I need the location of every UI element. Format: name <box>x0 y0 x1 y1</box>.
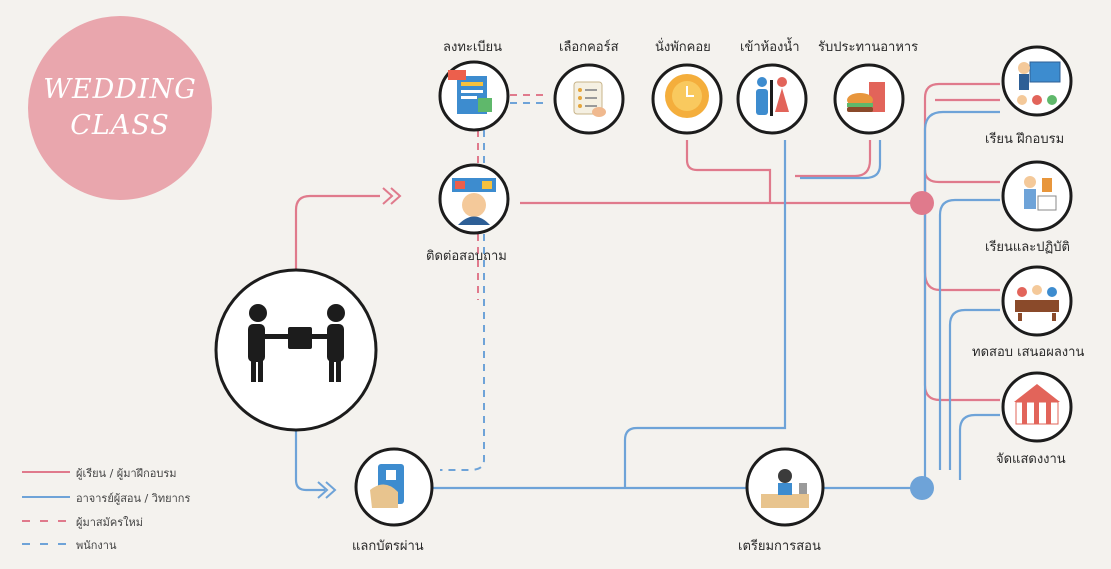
burger-drink-icon <box>847 76 885 112</box>
waiting-label: นั่งพักคอย <box>655 40 711 55</box>
badge-line2: CLASS <box>70 110 170 141</box>
learner-path-to-inquiry <box>294 194 380 270</box>
learner-from-waiting <box>685 140 772 203</box>
consultant-icon <box>452 178 496 225</box>
checklist-icon <box>573 81 606 117</box>
workshop-icon <box>1024 176 1057 211</box>
legend-staff-label: พนักงาน <box>76 539 117 552</box>
exhibition-tent-icon <box>1014 384 1060 425</box>
legend-teacher-label: อาจารย์ผู้สอน / วิทยากร <box>76 492 191 505</box>
practice-label: เรียนและปฏิบัติ <box>985 240 1070 255</box>
inquiry-label: ติดต่อสอบถาม <box>426 249 507 264</box>
teacher-chevrons <box>317 481 337 499</box>
test-label: ทดสอบ เสนอผลงาน <box>972 345 1085 360</box>
restroom-label: เข้าห้องน้ำ <box>740 40 800 55</box>
handover-icon <box>248 304 345 382</box>
teacher-to-restroom <box>623 140 787 488</box>
restroom-icon <box>756 77 789 116</box>
practice-node <box>1001 160 1073 232</box>
legend-new-label: ผู้มาสมัครใหม่ <box>76 516 143 529</box>
clock-pin-icon <box>665 74 709 118</box>
classroom-icon <box>1017 61 1061 105</box>
learner-to-show <box>923 203 1000 402</box>
teacher-junction-dot <box>910 476 934 500</box>
wedding-class-badge: WEDDING CLASS <box>28 16 212 200</box>
legend-learner-label: ผู้เรียน / ผู้มาฝึกอบรม <box>76 467 177 480</box>
document-form-icon <box>448 70 492 114</box>
badge-line1: WEDDING <box>43 74 197 105</box>
badge-card-icon <box>370 464 404 508</box>
handover-node <box>214 268 378 432</box>
lecture-label: เรียน ฝึกอบรม <box>985 132 1065 147</box>
learner-from-dining <box>795 140 872 178</box>
pass-label: แลกบัตรผ่าน <box>352 539 424 554</box>
learner-to-lecture <box>923 82 1000 203</box>
choose-course-label: เลือกคอร์ส <box>559 40 619 55</box>
show-label: จัดแสดงงาน <box>996 452 1066 467</box>
teacher-desk-icon <box>761 469 809 508</box>
presentation-group-icon <box>1015 285 1059 321</box>
learner-junction-dot <box>910 191 934 215</box>
teacher-to-lecture <box>923 110 1000 488</box>
register-label: ลงทะเบียน <box>443 40 503 55</box>
learner-chevrons <box>382 187 402 205</box>
teacher-path-to-pass <box>294 430 325 492</box>
dining-label: รับประทานอาหาร <box>818 40 919 55</box>
prepare-label: เตรียมการสอน <box>738 539 821 554</box>
